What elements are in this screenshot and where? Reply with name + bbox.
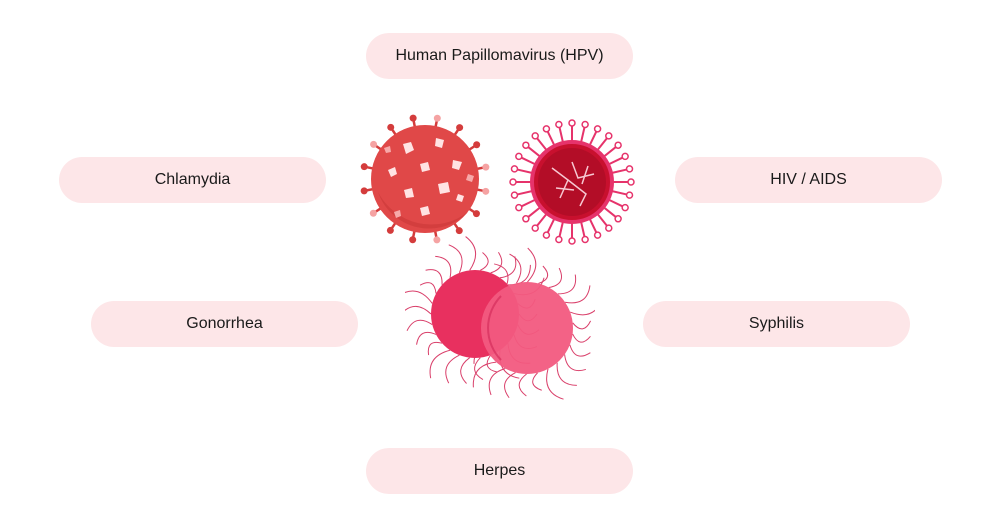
- label-chlamydia-text: Chlamydia: [154, 171, 231, 188]
- label-hiv-aids: HIV / AIDS: [675, 157, 942, 203]
- label-herpes: Herpes: [366, 448, 633, 494]
- spiky-virus-icon: [360, 114, 490, 244]
- label-gonorrhea-text: Gonorrhea: [186, 315, 263, 332]
- label-hiv-aids-text: HIV / AIDS: [770, 171, 847, 188]
- label-gonorrhea: Gonorrhea: [91, 301, 358, 347]
- label-syphilis: Syphilis: [643, 301, 910, 347]
- label-syphilis-text: Syphilis: [748, 315, 805, 332]
- label-chlamydia: Chlamydia: [59, 157, 326, 203]
- hiv-virus-icon: [509, 119, 635, 245]
- label-herpes-text: Herpes: [473, 462, 526, 479]
- label-hpv-text: Human Papillomavirus (HPV): [395, 47, 604, 64]
- label-hpv: Human Papillomavirus (HPV): [366, 33, 633, 79]
- diplococcus-bacteria-icon: [405, 236, 595, 400]
